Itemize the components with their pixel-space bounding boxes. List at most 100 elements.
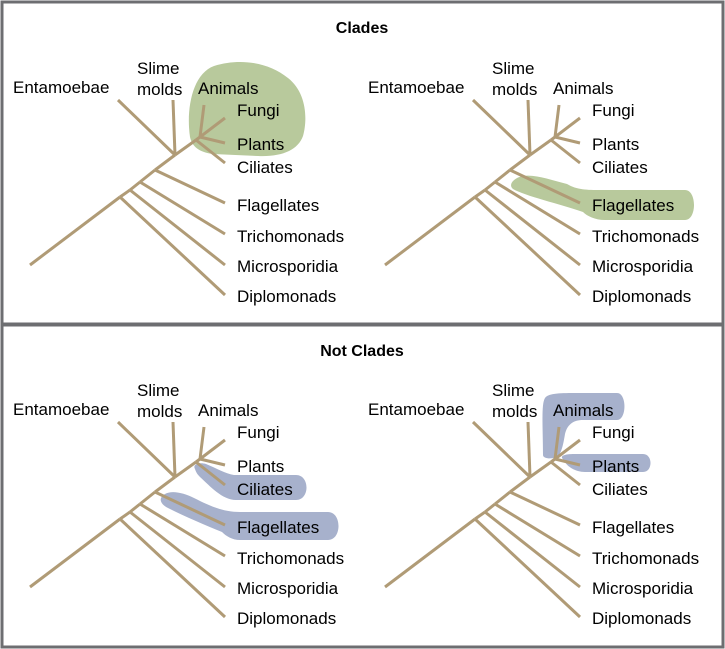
entamoebae-branch — [471, 420, 532, 479]
lower-backbone — [474, 188, 486, 199]
slime-label-line1: Slime — [137, 59, 180, 78]
slime-molds-branch — [526, 99, 532, 156]
upper-backbone-a — [139, 168, 156, 184]
flagellates-label: Flagellates — [592, 196, 674, 215]
ciliates-label: Ciliates — [592, 158, 648, 177]
entamoebae-branch — [116, 98, 177, 157]
entamoebae-label: Entamoebae — [368, 78, 464, 97]
entamoebae-label: Entamoebae — [13, 400, 109, 419]
flagellates-branch — [154, 168, 226, 205]
entamoebae-branch — [471, 98, 532, 157]
plants-label: Plants — [237, 457, 284, 476]
diplomonads-branch — [473, 517, 582, 619]
animals-branch — [553, 104, 561, 138]
microsporidia-label: Microsporidia — [237, 257, 339, 276]
flagellates-label: Flagellates — [237, 196, 319, 215]
crown-backbone — [174, 138, 197, 157]
fungi-label: Fungi — [237, 101, 280, 120]
trichomonads-label: Trichomonads — [237, 227, 344, 246]
upper-backbone-a — [494, 490, 511, 506]
slime-label-line2: molds — [492, 402, 537, 421]
mid-backbone — [484, 180, 496, 192]
slime-label-line1: Slime — [137, 381, 180, 400]
flagellates-branch — [154, 490, 226, 527]
ciliates-label: Ciliates — [592, 480, 648, 499]
trichomonads-label: Trichomonads — [237, 549, 344, 568]
fungi-label: Fungi — [237, 423, 280, 442]
diplomonads-branch — [118, 517, 227, 619]
slime-molds-branch — [171, 421, 177, 478]
ciliates-branch — [195, 460, 226, 487]
flagellates-label: Flagellates — [592, 518, 674, 537]
lower-backbone — [474, 510, 486, 521]
trunk-branch — [29, 195, 121, 267]
ciliates-label: Ciliates — [237, 158, 293, 177]
bottom-panel-frame — [0, 323, 725, 649]
flagellates-branch — [509, 490, 581, 527]
flagellates-branch — [509, 168, 581, 205]
tree-top-right: Entamoebae Slime molds AnimalsFungiPlantsCi… — [368, 59, 699, 306]
animals-label: Animals — [198, 401, 258, 420]
lower-backbone — [119, 188, 131, 199]
mid-backbone — [484, 502, 496, 514]
crown-stem — [550, 135, 556, 142]
plants-branch — [554, 457, 581, 467]
microsporidia-branch — [484, 510, 581, 589]
fungi-label: Fungi — [592, 101, 635, 120]
trichomonads-label: Trichomonads — [592, 549, 699, 568]
animals-label: Animals — [553, 79, 613, 98]
crown-stem — [195, 457, 201, 464]
ciliates-label: Ciliates — [237, 480, 293, 499]
upper-backbone-b — [154, 475, 176, 494]
crown-backbone — [529, 138, 552, 157]
tree-bottom-left: Entamoebae Slime molds AnimalsFungiPlantsCi… — [13, 381, 344, 628]
fungi-branch — [199, 438, 226, 461]
diplomonads-branch — [118, 195, 227, 297]
crown-backbone — [529, 460, 552, 479]
entamoebae-label: Entamoebae — [13, 78, 109, 97]
entamoebae-branch — [116, 420, 177, 479]
plants-label: Plants — [592, 457, 639, 476]
diplomonads-label: Diplomonads — [237, 609, 336, 628]
bottom-panel-title: Not Clades — [320, 343, 404, 360]
mid-backbone — [129, 180, 141, 192]
microsporidia-branch — [484, 188, 581, 267]
crown-stem — [195, 135, 201, 142]
plants-label: Plants — [592, 135, 639, 154]
entamoebae-label: Entamoebae — [368, 400, 464, 419]
slime-label-line2: molds — [492, 80, 537, 99]
trichomonads-branch — [139, 180, 226, 236]
ciliates-branch — [195, 138, 226, 165]
crown-stem — [550, 457, 556, 464]
diplomonads-label: Diplomonads — [237, 287, 336, 306]
trichomonads-branch — [139, 502, 226, 558]
plants-branch — [554, 135, 581, 145]
microsporidia-label: Microsporidia — [237, 579, 339, 598]
fungi-branch — [554, 116, 581, 139]
diplomonads-branch — [473, 195, 582, 297]
upper-backbone-b — [154, 153, 176, 172]
plants-branch — [199, 457, 226, 467]
not-clade-highlight-animals — [542, 392, 625, 459]
microsporidia-branch — [129, 188, 226, 267]
fungi-branch — [554, 438, 581, 461]
clade-highlight-flagellates — [511, 175, 694, 220]
plants-label: Plants — [237, 135, 284, 154]
upper-backbone-b — [509, 153, 531, 172]
slime-label-line1: Slime — [492, 59, 535, 78]
ciliates-branch — [550, 460, 581, 487]
trichomonads-branch — [494, 180, 581, 236]
plants-branch — [199, 135, 226, 145]
microsporidia-label: Microsporidia — [592, 579, 694, 598]
trichomonads-label: Trichomonads — [592, 227, 699, 246]
microsporidia-branch — [129, 510, 226, 589]
lower-backbone — [119, 510, 131, 521]
crown-backbone — [174, 460, 197, 479]
not-clade-highlight-flagellates — [160, 492, 339, 540]
slime-label-line2: molds — [137, 402, 182, 421]
top-panel-title: Clades — [336, 20, 389, 37]
animals-branch — [198, 426, 206, 460]
